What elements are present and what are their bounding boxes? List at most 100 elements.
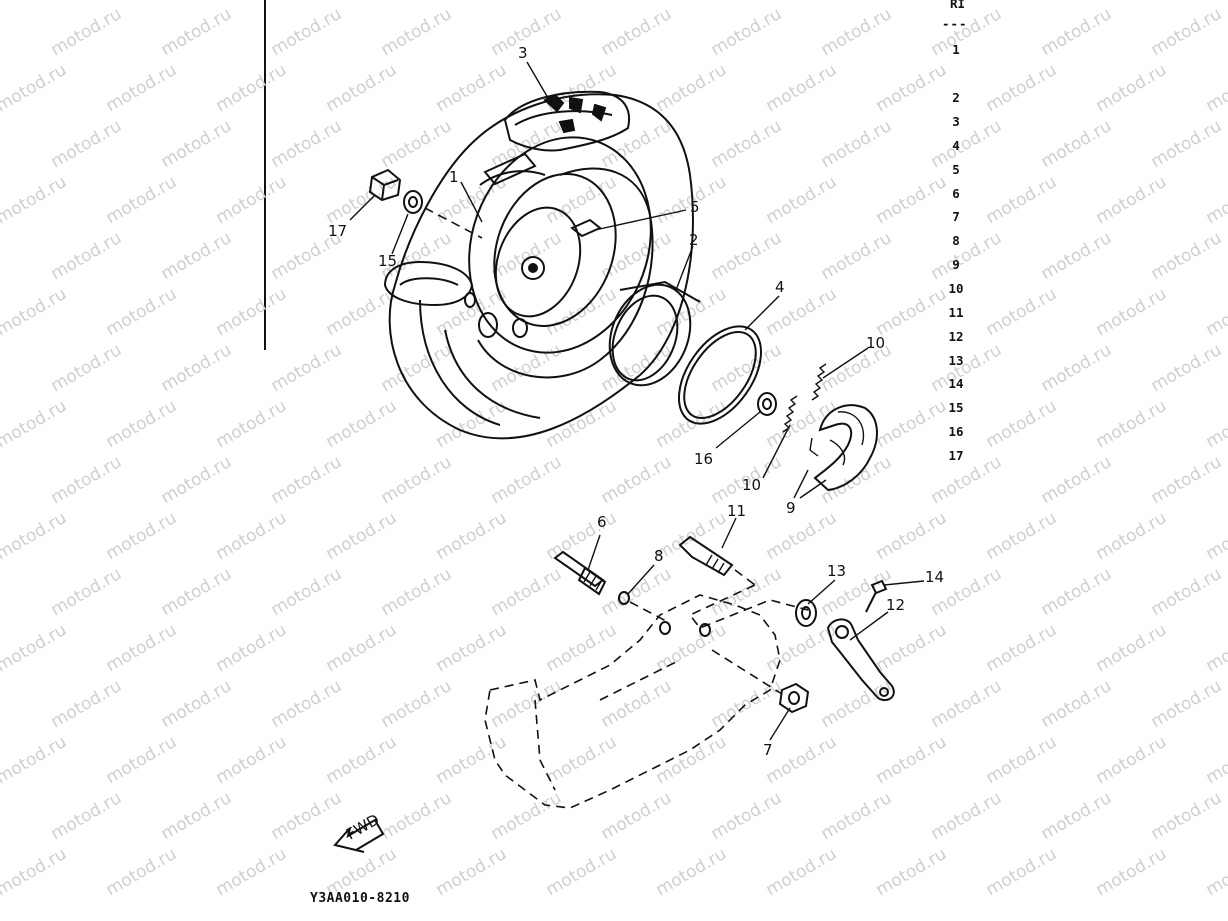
watermark-text: motod.ru <box>1203 0 1228 4</box>
fwd-arrow: FWD <box>333 810 385 853</box>
watermark-text: motod.ru <box>0 172 70 228</box>
watermark-text: motod.ru <box>983 172 1061 228</box>
part-10-springs <box>782 363 827 433</box>
ref-number: 8 <box>952 233 960 248</box>
watermark-text: motod.ru <box>598 788 676 844</box>
watermark-text: motod.ru <box>598 116 676 172</box>
ref-number: 14 <box>948 376 964 391</box>
watermark-text: motod.ru <box>598 676 676 732</box>
watermark-text: motod.ru <box>708 788 786 844</box>
watermark-text: motod.ru <box>103 620 181 676</box>
watermark-text: motod.ru <box>103 396 181 452</box>
part-11-camshaft <box>678 535 734 577</box>
watermark-text: motod.ru <box>378 676 456 732</box>
watermark-text: motod.ru <box>653 60 731 116</box>
watermark-text: motod.ru <box>983 732 1061 788</box>
watermark-text: motod.ru <box>48 340 126 396</box>
watermark-text: motod.ru <box>158 676 236 732</box>
watermark-text: motod.ru <box>763 60 841 116</box>
watermark-text: motod.ru <box>323 172 401 228</box>
watermark-text: motod.ru <box>48 452 126 508</box>
watermark-text: motod.ru <box>1148 676 1226 732</box>
watermark-text: motod.ru <box>543 508 621 564</box>
callout-9: 9 <box>786 499 796 517</box>
watermark-text: motod.ru <box>928 676 1006 732</box>
rim-band-2 <box>483 152 537 186</box>
watermark-text: motod.ru <box>653 844 731 900</box>
ref-number: 16 <box>948 424 964 439</box>
watermark-text: motod.ru <box>598 564 676 620</box>
watermark-text: motod.ru <box>818 228 896 284</box>
rim-hole-1 <box>478 312 498 338</box>
watermark-text: motod.ru <box>213 732 291 788</box>
watermark-text: motod.ru <box>1203 172 1228 228</box>
watermark-text: motod.ru <box>158 788 236 844</box>
ref-number: 12 <box>948 329 964 344</box>
watermark-text: motod.ru <box>0 844 70 900</box>
watermark-text: motod.ru <box>48 228 126 284</box>
watermark-text: motod.ru <box>983 60 1061 116</box>
watermark-text: motod.ru <box>103 732 181 788</box>
tire-tread-block-4 <box>558 118 576 134</box>
watermark-text: motod.ru <box>48 788 126 844</box>
watermark-text: motod.ru <box>708 340 786 396</box>
callout-16: 16 <box>694 450 713 468</box>
callout-2: 2 <box>689 231 699 249</box>
rear-wheel-assembly <box>383 90 694 440</box>
callout-4: 4 <box>775 278 785 296</box>
watermark-text: motod.ru <box>873 172 951 228</box>
ref-number: 1 <box>952 42 960 57</box>
watermark-text: motod.ru <box>708 676 786 732</box>
callout-12: 12 <box>886 596 905 614</box>
watermark-text: motod.ru <box>1148 228 1226 284</box>
watermark-text: motod.ru <box>873 620 951 676</box>
crankcase-boss-1 <box>659 621 671 635</box>
watermark-text: motod.ru <box>48 564 126 620</box>
ref-number: 6 <box>952 186 960 201</box>
watermark-text: motod.ru <box>378 788 456 844</box>
rim-hole-2 <box>512 318 528 338</box>
callout-11: 11 <box>727 502 746 520</box>
watermark-text: motod.ru <box>158 564 236 620</box>
watermark-text: motod.ru <box>0 396 70 452</box>
watermark-text: motod.ru <box>873 844 951 900</box>
callout-14: 14 <box>925 568 944 586</box>
callout-15: 15 <box>378 252 397 270</box>
watermark-text: motod.ru <box>543 620 621 676</box>
watermark-text: motod.ru <box>983 620 1061 676</box>
ref-column-separator: --- <box>942 16 968 31</box>
axle-center <box>528 263 538 273</box>
watermark-text: motod.ru <box>213 620 291 676</box>
watermark-text: motod.ru <box>873 732 951 788</box>
watermark-text: motod.ru <box>433 844 511 900</box>
watermark-text: motod.ru <box>378 340 456 396</box>
watermark-text: motod.ru <box>103 508 181 564</box>
watermark-text: motod.ru <box>323 508 401 564</box>
callout-1: 1 <box>449 168 459 186</box>
tire-cutaway-left-inner <box>399 277 459 286</box>
watermark-text: motod.ru <box>1148 340 1226 396</box>
watermark-text: motod.ru <box>268 564 346 620</box>
watermark-text: motod.ru <box>158 228 236 284</box>
watermark-text: motod.ru <box>653 396 731 452</box>
watermark-text: motod.ru <box>1203 284 1228 340</box>
callout-6: 6 <box>597 513 607 531</box>
watermark-text: motod.ru <box>213 172 291 228</box>
callout-8: 8 <box>654 547 664 565</box>
watermark-text: motod.ru <box>0 284 70 340</box>
watermark-text: motod.ru <box>818 116 896 172</box>
watermark-text: motod.ru <box>1203 60 1228 116</box>
watermark-text: motod.ru <box>0 60 70 116</box>
watermark-text: motod.ru <box>1038 340 1116 396</box>
tire-tread-line-2 <box>444 329 541 419</box>
part-17-nut <box>368 168 402 202</box>
watermark-text: motod.ru <box>268 788 346 844</box>
ref-column-header: RI <box>950 0 966 11</box>
rim-inner <box>493 173 617 327</box>
tire-outline <box>388 93 694 440</box>
watermark-text: motod.ru <box>1203 844 1228 900</box>
watermark-text: motod.ru <box>1148 452 1226 508</box>
watermark-text: motod.ru <box>708 228 786 284</box>
part-2-drum-ring <box>608 280 701 387</box>
